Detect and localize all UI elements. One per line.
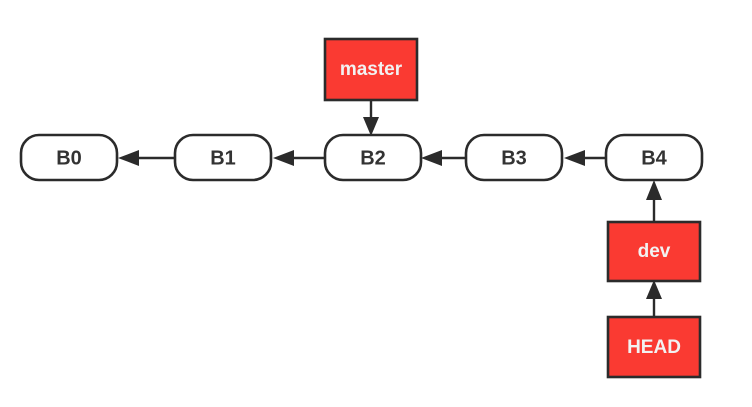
edge-head-to-dev: [646, 280, 662, 317]
commit-node-b3[interactable]: B3: [464, 133, 564, 182]
commit-node-b4[interactable]: B4: [604, 133, 704, 182]
commit-label-b3: B3: [501, 147, 527, 169]
commit-label-b2: B2: [360, 147, 386, 169]
ref-label-master: master: [340, 59, 403, 80]
commit-label-b4: B4: [641, 147, 667, 169]
ref-box-head[interactable]: HEAD: [606, 315, 702, 379]
edge-dev-to-b4: [646, 180, 662, 222]
commit-node-b1[interactable]: B1: [173, 133, 273, 182]
ref-label-dev: dev: [638, 241, 671, 262]
commit-node-b0[interactable]: B0: [19, 133, 119, 182]
edge-master-to-b2: [363, 100, 379, 136]
edge-b1-to-b0: [118, 150, 174, 166]
commit-label-b0: B0: [56, 147, 82, 169]
edge-b4-to-b3: [564, 150, 605, 166]
commit-node-b2[interactable]: B2: [323, 133, 423, 182]
commit-label-b1: B1: [210, 147, 236, 169]
ref-box-master[interactable]: master: [323, 37, 419, 102]
ref-box-dev[interactable]: dev: [606, 220, 702, 283]
edge-b2-to-b1: [273, 150, 324, 166]
edge-b3-to-b2: [421, 150, 465, 166]
ref-label-head: HEAD: [627, 337, 681, 358]
